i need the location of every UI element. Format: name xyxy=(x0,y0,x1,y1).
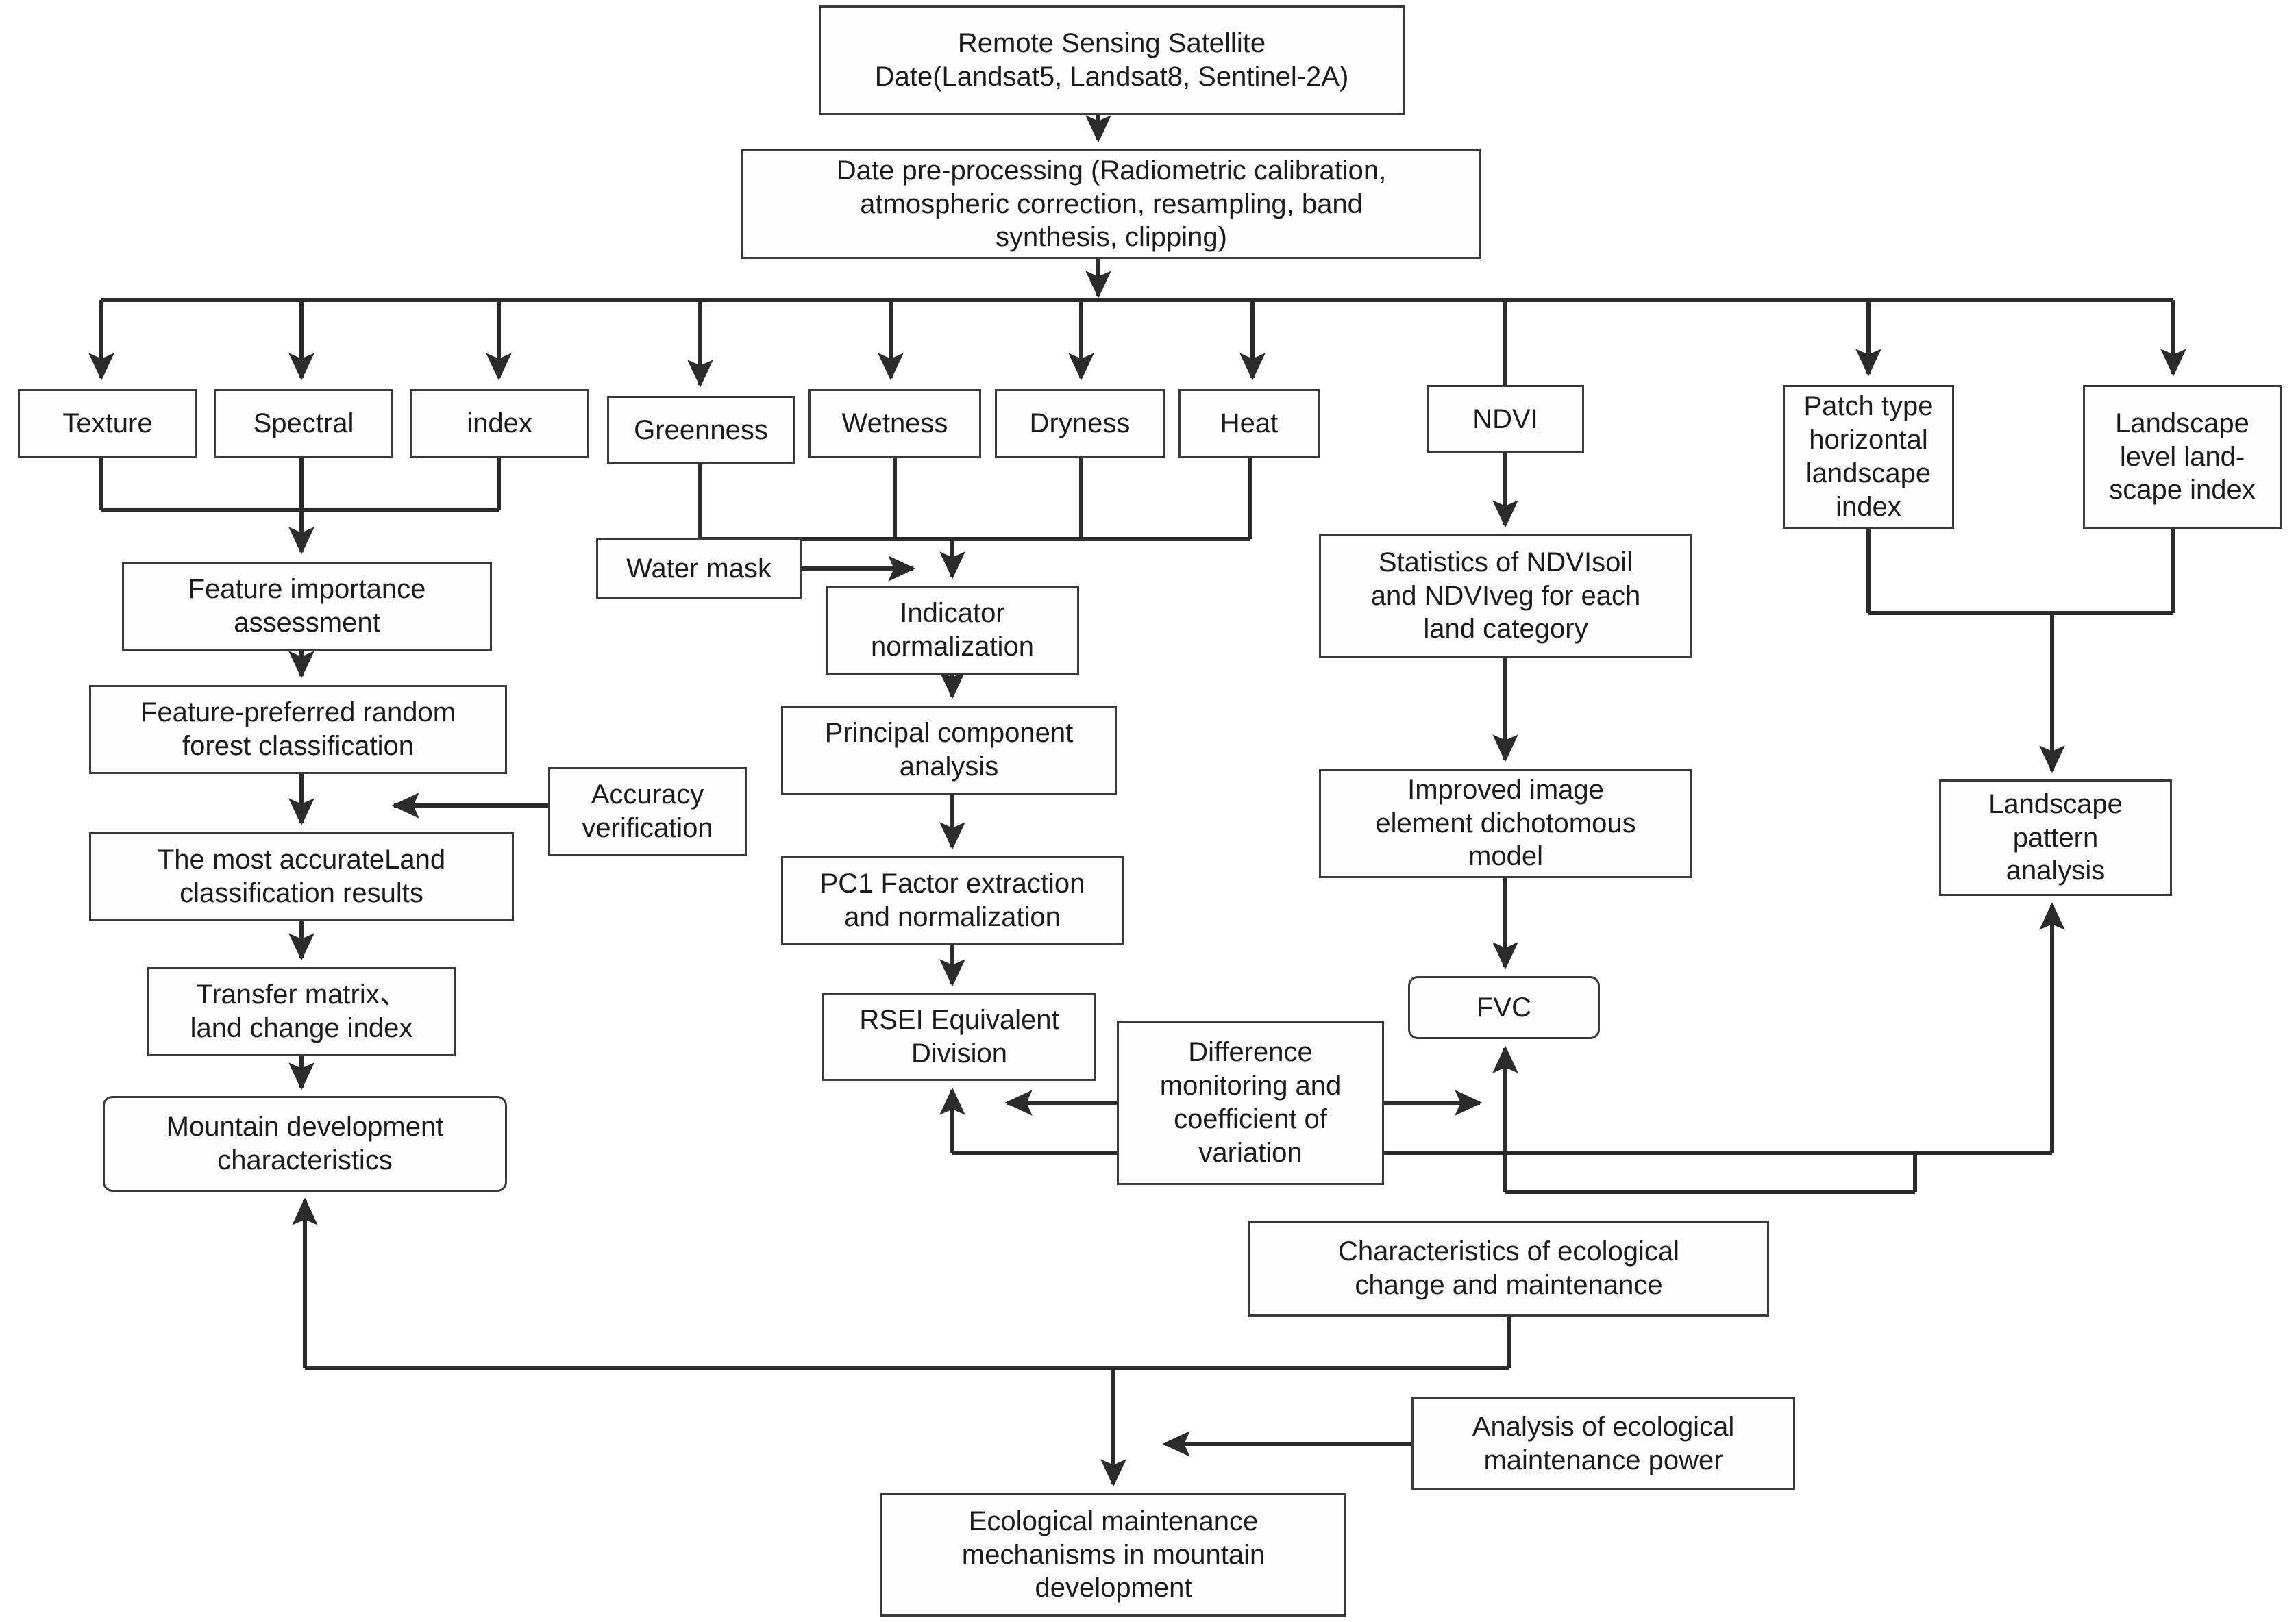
node-label: Dryness xyxy=(1029,408,1131,438)
node-label: Remote Sensing Satellite Date(Landsat5, … xyxy=(874,28,1349,92)
node-index[interactable]: index xyxy=(410,389,589,458)
node-label: Mountain development characteristics xyxy=(166,1112,444,1175)
node-random-forest-classification[interactable]: Feature-preferred random forest classifi… xyxy=(89,685,507,774)
node-label: Feature importance assessment xyxy=(188,574,426,638)
node-label: Transfer matrix、 land change index xyxy=(190,980,413,1043)
node-label: Landscape pattern analysis xyxy=(1988,788,2123,886)
node-label: RSEI Equivalent Division xyxy=(859,1005,1059,1069)
node-ndvi[interactable]: NDVI xyxy=(1427,385,1584,453)
node-mountain-development-characteristics[interactable]: Mountain development characteristics xyxy=(103,1096,507,1192)
node-feature-importance[interactable]: Feature importance assessment xyxy=(122,562,492,651)
node-label: Analysis of ecological maintenance power xyxy=(1472,1412,1735,1475)
node-landscape-pattern-analysis[interactable]: Landscape pattern analysis xyxy=(1939,779,2172,896)
node-label: Accuracy verification xyxy=(582,779,713,843)
node-ndvi-statistics[interactable]: Statistics of NDVIsoil and NDVIveg for e… xyxy=(1319,534,1692,658)
node-label: Water mask xyxy=(626,553,771,584)
node-label: NDVI xyxy=(1472,403,1538,434)
node-improved-dichotomous-model[interactable]: Improved image element dichotomous model xyxy=(1319,769,1692,878)
node-label: Ecological maintenance mechanisms in mou… xyxy=(961,1506,1266,1604)
node-principal-component-analysis[interactable]: Principal component analysis xyxy=(781,706,1117,795)
node-water-mask[interactable]: Water mask xyxy=(596,538,802,599)
node-label: PC1 Factor extraction and normalization xyxy=(819,869,1085,932)
node-fvc[interactable]: FVC xyxy=(1408,976,1600,1039)
node-label: Landscape level land- scape index xyxy=(2109,408,2256,506)
node-ecological-change-characteristics[interactable]: Characteristics of ecological change and… xyxy=(1248,1221,1769,1317)
node-pc1-factor-extraction[interactable]: PC1 Factor extraction and normalization xyxy=(781,856,1124,945)
node-difference-monitoring[interactable]: Difference monitoring and coefficient of… xyxy=(1117,1021,1384,1185)
node-accuracy-verification[interactable]: Accuracy verification xyxy=(548,767,747,856)
node-label: Characteristics of ecological change and… xyxy=(1338,1236,1679,1300)
node-label: index xyxy=(467,408,532,438)
node-wetness[interactable]: Wetness xyxy=(808,389,981,458)
node-ecological-maintenance-power[interactable]: Analysis of ecological maintenance power xyxy=(1411,1397,1795,1490)
node-patch-type-landscape-index[interactable]: Patch type horizontal landscape index xyxy=(1783,385,1954,529)
node-label: Principal component analysis xyxy=(824,718,1074,782)
node-label: Difference monitoring and coefficient of… xyxy=(1159,1037,1342,1168)
node-label: Statistics of NDVIsoil and NDVIveg for e… xyxy=(1370,547,1641,645)
node-label: Patch type horizontal landscape index xyxy=(1803,391,1934,522)
node-indicator-normalization[interactable]: Indicator normalization xyxy=(826,586,1079,675)
node-label: Improved image element dichotomous model xyxy=(1375,774,1636,872)
node-label: Texture xyxy=(62,408,153,438)
node-transfer-matrix[interactable]: Transfer matrix、 land change index xyxy=(147,967,456,1056)
node-landscape-level-index[interactable]: Landscape level land- scape index xyxy=(2083,385,2282,529)
node-land-classification-results[interactable]: The most accurateLand classification res… xyxy=(89,832,514,921)
node-label: Spectral xyxy=(253,408,354,438)
node-dryness[interactable]: Dryness xyxy=(995,389,1165,458)
node-label: Feature-preferred random forest classifi… xyxy=(140,697,456,761)
node-label: Greenness xyxy=(634,414,768,445)
node-satellite[interactable]: Remote Sensing Satellite Date(Landsat5, … xyxy=(819,5,1405,115)
node-greenness[interactable]: Greenness xyxy=(607,396,795,464)
node-texture[interactable]: Texture xyxy=(18,389,197,458)
node-label: The most accurateLand classification res… xyxy=(157,845,446,908)
node-label: Indicator normalization xyxy=(871,598,1034,662)
node-ecological-maintenance-mechanisms[interactable]: Ecological maintenance mechanisms in mou… xyxy=(880,1493,1346,1617)
node-spectral[interactable]: Spectral xyxy=(214,389,393,458)
node-heat[interactable]: Heat xyxy=(1178,389,1320,458)
node-label: Date pre-processing (Radiometric calibra… xyxy=(836,155,1387,253)
node-preprocessing[interactable]: Date pre-processing (Radiometric calibra… xyxy=(741,149,1481,259)
node-label: FVC xyxy=(1477,992,1531,1023)
node-label: Wetness xyxy=(841,408,948,438)
node-label: Heat xyxy=(1220,408,1279,438)
node-rsei-equivalent-division[interactable]: RSEI Equivalent Division xyxy=(822,993,1096,1081)
